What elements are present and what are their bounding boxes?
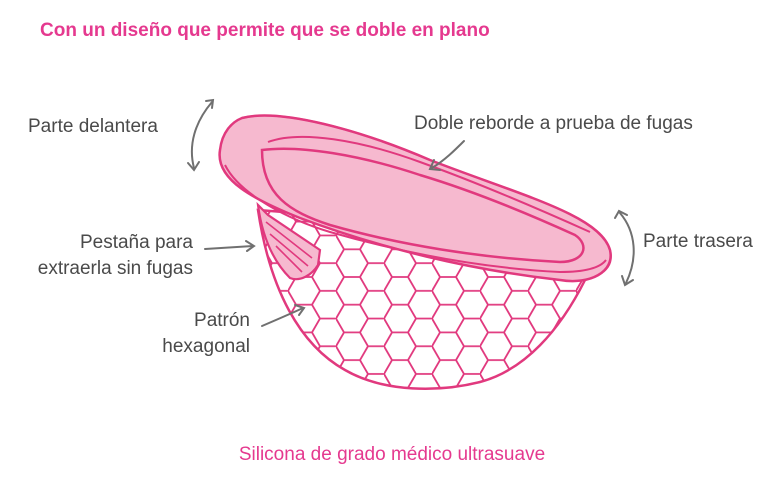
arrow-back xyxy=(619,212,635,284)
arrow-tab-head xyxy=(245,240,256,252)
arrow-back-head-top xyxy=(614,209,628,219)
label-double-rim: Doble reborde a prueba de fugas xyxy=(414,113,693,134)
arrow-tab xyxy=(204,245,254,250)
arrow-rim xyxy=(431,140,465,169)
arrow-hex-head xyxy=(294,304,306,316)
arrow-hex xyxy=(261,307,304,327)
arrow-front-head-bottom xyxy=(187,161,200,172)
label-hex-line2: hexagonal xyxy=(162,336,250,357)
label-front: Parte delantera xyxy=(28,116,158,137)
double-rim xyxy=(218,114,612,283)
label-tab-line2: extraerla sin fugas xyxy=(37,258,193,279)
arrow-rim-head xyxy=(428,159,441,171)
label-hex-pattern: Patrón hexagonal xyxy=(162,308,250,360)
footer-caption: Silicona de grado médico ultrasuave xyxy=(238,444,546,465)
label-tab-line1: Pestaña para xyxy=(79,232,193,253)
label-back: Parte trasera xyxy=(643,231,753,252)
label-hex-line1: Patrón xyxy=(194,310,250,331)
pull-tab xyxy=(256,201,322,281)
label-tab: Pestaña para extraerla sin fugas xyxy=(38,230,193,282)
arrow-front-head-top xyxy=(205,98,215,109)
diagram-title: Con un diseño que permite que se doble e… xyxy=(40,20,490,41)
arrow-front xyxy=(190,101,213,169)
arrow-back-head-bottom xyxy=(621,275,634,287)
